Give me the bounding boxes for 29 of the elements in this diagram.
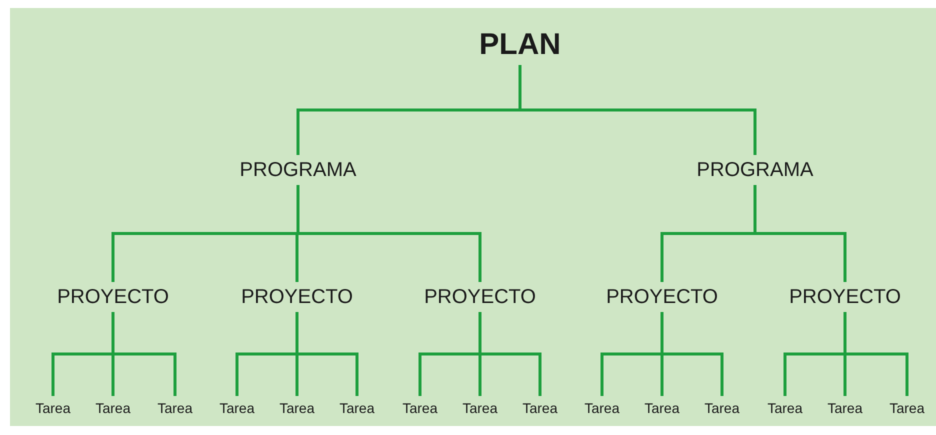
task-label: Tarea xyxy=(157,400,193,416)
task-label: Tarea xyxy=(219,400,255,416)
project-label: PROYECTO xyxy=(241,286,353,308)
program-label: PROGRAMA xyxy=(696,159,814,181)
task-label: Tarea xyxy=(522,400,558,416)
task-label: Tarea xyxy=(827,400,863,416)
project-label: PROYECTO xyxy=(606,286,718,308)
connector-line xyxy=(660,312,724,396)
plan-title: PLAN xyxy=(479,28,561,61)
project-label: PROYECTO xyxy=(424,286,536,308)
task-label: Tarea xyxy=(584,400,620,416)
connector-line xyxy=(112,312,176,396)
task-label: Tarea xyxy=(704,400,740,416)
connector-line xyxy=(518,65,756,155)
program-label: PROGRAMA xyxy=(240,159,356,181)
task-label: Tarea xyxy=(95,400,131,416)
task-label: Tarea xyxy=(279,400,315,416)
task-label: Tarea xyxy=(767,400,803,416)
task-label: Tarea xyxy=(644,400,680,416)
connector-line xyxy=(296,312,358,396)
connector-line xyxy=(844,312,908,396)
task-label: Tarea xyxy=(339,400,375,416)
connector-line xyxy=(478,312,542,396)
task-label: Tarea xyxy=(462,400,498,416)
task-label: Tarea xyxy=(889,400,925,416)
project-label: PROYECTO xyxy=(57,286,169,308)
task-label: Tarea xyxy=(402,400,438,416)
project-label: PROYECTO xyxy=(789,286,901,308)
task-label: Tarea xyxy=(35,400,71,416)
